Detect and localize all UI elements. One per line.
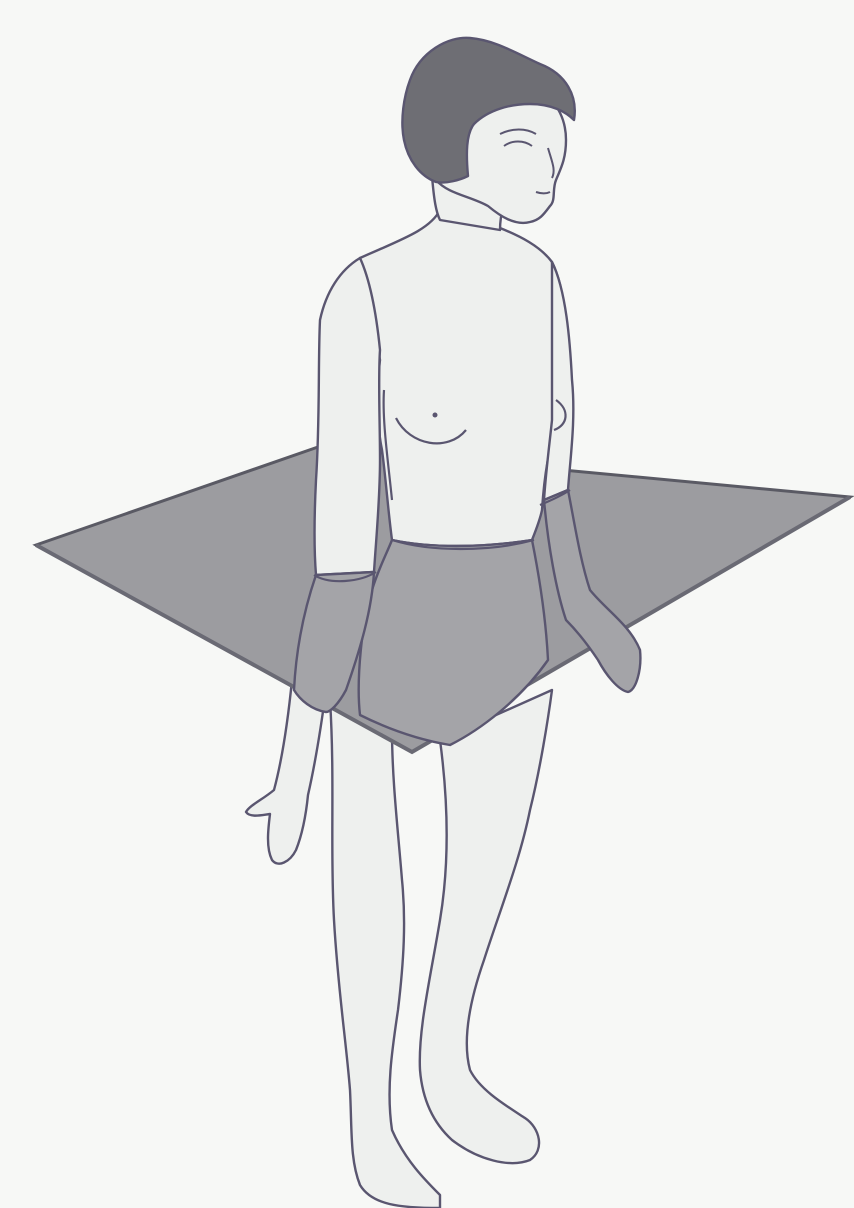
right-upper-arm (315, 258, 381, 575)
